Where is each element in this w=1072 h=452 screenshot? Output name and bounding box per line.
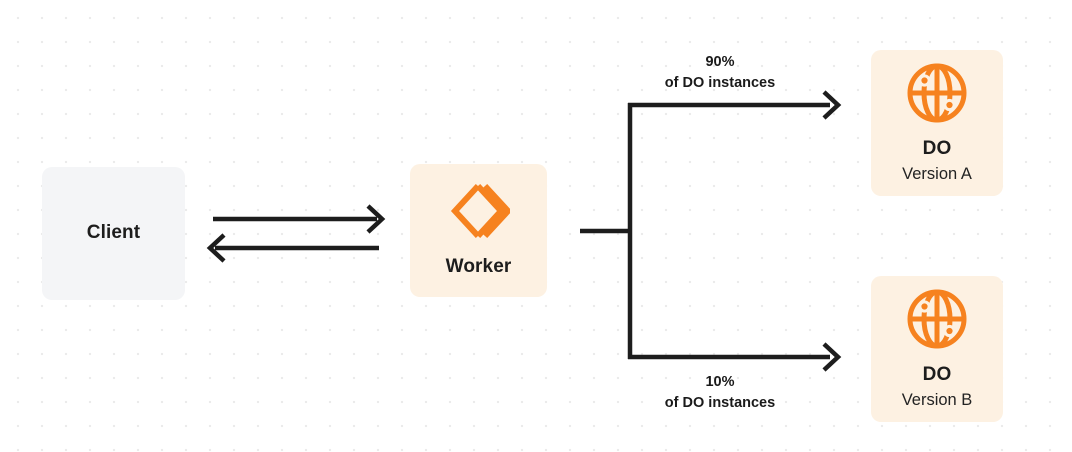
cloudflare-workers-icon — [448, 182, 512, 240]
node-worker-label: Worker — [445, 256, 512, 278]
node-do-b-version: Version B — [901, 390, 973, 409]
node-worker: Worker — [410, 164, 547, 297]
node-do-b-label: DO — [922, 363, 952, 385]
arrow-worker-to-do-a — [628, 90, 842, 120]
edge-label-do-a-percent: 90% — [705, 54, 735, 70]
edge-label-do-a-description: of DO instances — [664, 74, 776, 91]
edge-label-do-b: 10% of DO instances — [622, 372, 818, 413]
edge-label-do-a: 90% of DO instances — [622, 52, 818, 93]
edge-label-do-b-description: of DO instances — [664, 394, 776, 411]
node-client-label: Client — [86, 222, 141, 244]
arrow-client-to-worker — [213, 204, 386, 234]
globe-icon — [906, 62, 968, 124]
connector-worker-split — [580, 103, 633, 359]
node-do-a-label: DO — [922, 137, 952, 159]
node-do-a-version: Version A — [902, 164, 972, 183]
node-do-version-a: DO Version A — [871, 50, 1003, 196]
arrow-worker-to-do-b — [628, 342, 842, 372]
edge-label-do-b-percent: 10% — [705, 374, 735, 390]
arrow-worker-to-client — [206, 233, 379, 263]
node-do-version-b: DO Version B — [871, 276, 1003, 422]
globe-icon — [906, 288, 968, 350]
node-client: Client — [42, 167, 185, 300]
